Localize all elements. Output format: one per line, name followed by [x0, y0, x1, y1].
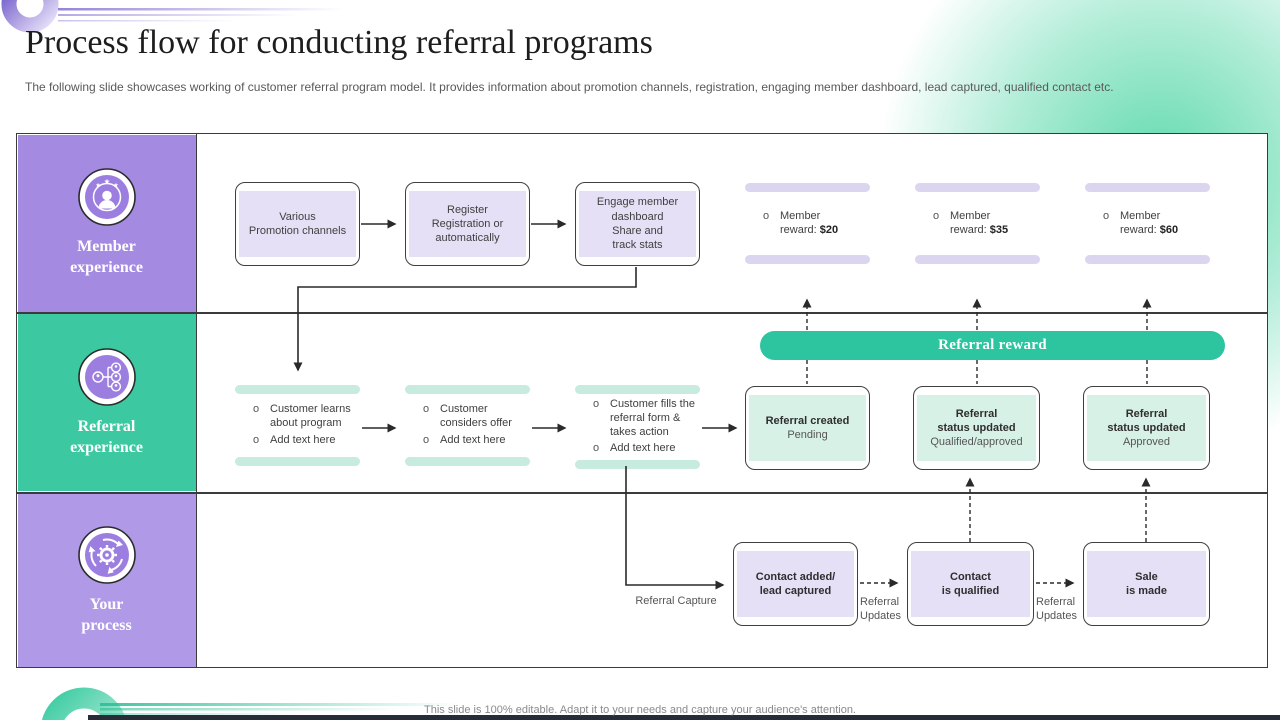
- bullet: o: [253, 403, 260, 416]
- process-cycle-icon: [77, 525, 136, 584]
- flow-box-engage-dashboard: Engage member dashboard Share and track …: [575, 182, 700, 266]
- step-text: Add text here: [270, 433, 336, 446]
- svg-text:★: ★: [95, 182, 100, 189]
- box-text: Various Promotion channels: [248, 210, 347, 237]
- reward-item-35: o Member reward: $35: [915, 183, 1040, 264]
- slide-footer: This slide is 100% editable. Adapt it to…: [424, 704, 856, 716]
- label-column-divider: [195, 133, 198, 668]
- step-text: Add text here: [440, 433, 506, 446]
- lane-your-process: Your process: [17, 494, 196, 667]
- lane-label: Your process: [81, 595, 132, 634]
- lane-divider: [16, 492, 1268, 494]
- referral-step-fills-form: o Customer fills the referral form & take…: [575, 385, 700, 469]
- lane-referral-experience: Referral experience: [17, 314, 196, 491]
- process-box-contact-qualified: Contact is qualified: [907, 542, 1034, 626]
- status-box-approved: Referral status updated Approved: [1083, 386, 1210, 470]
- status-title: Referral created: [765, 414, 850, 427]
- lane-divider: [16, 312, 1268, 314]
- box-text: Sale is made: [1126, 570, 1167, 597]
- bullet: o: [253, 433, 260, 446]
- member-stars-icon: ★ ★ ★: [77, 168, 136, 227]
- status-box-referral-created: Referral created Pending: [745, 386, 870, 470]
- box-text: Contact added/ lead captured: [755, 570, 836, 597]
- label-referral-capture: Referral Capture: [635, 595, 717, 607]
- lane-member-experience: ★ ★ ★ Member experience: [17, 134, 196, 312]
- status-subtitle: Approved: [1122, 436, 1171, 449]
- bullet: o: [933, 209, 940, 222]
- slide-subtitle: The following slide showcases working of…: [25, 80, 1114, 94]
- purple-ring-decoration: [1, 0, 343, 33]
- teal-ring-decoration: [41, 687, 460, 720]
- bullet: o: [423, 403, 430, 416]
- banner-label: Referral reward: [938, 337, 1047, 353]
- page-title: Process flow for conducting referral pro…: [25, 24, 653, 61]
- reward-text: Member reward: $35: [950, 209, 1009, 236]
- status-subtitle: Pending: [787, 429, 828, 441]
- reward-item-60: o Member reward: $60: [1085, 183, 1210, 264]
- referral-reward-banner: Referral reward: [760, 331, 1225, 360]
- svg-text:★: ★: [113, 182, 118, 189]
- step-text: Add text here: [610, 442, 676, 455]
- step-text: Customer learns about program: [270, 403, 351, 430]
- process-box-sale-made: Sale is made: [1083, 542, 1210, 626]
- bullet: o: [423, 433, 430, 446]
- lane-label: Member experience: [70, 238, 143, 276]
- bullet: o: [593, 398, 600, 410]
- svg-text:★: ★: [103, 177, 110, 186]
- reward-text: Member reward: $20: [780, 209, 839, 236]
- reward-item-20: o Member reward: $20: [745, 183, 870, 264]
- flow-box-register: Register Registration or automatically: [405, 182, 530, 266]
- status-subtitle: Qualified/approved: [930, 436, 1023, 449]
- bullet: o: [1103, 209, 1110, 222]
- label-referral-updates: Referral Updates: [1036, 596, 1077, 622]
- status-box-qualified: Referral status updated Qualified/approv…: [913, 386, 1040, 470]
- lane-label: Referral experience: [70, 417, 143, 456]
- status-title: Referral status updated: [1107, 407, 1186, 434]
- status-title: Referral status updated: [937, 407, 1016, 434]
- bullet: o: [763, 209, 770, 222]
- box-text: Contact is qualified: [941, 570, 1000, 597]
- step-text: Customer fills the referral form & takes…: [610, 398, 695, 438]
- reward-text: Member reward: $60: [1120, 209, 1179, 236]
- box-text: Register Registration or automatically: [431, 203, 504, 245]
- referral-network-icon: [77, 347, 136, 406]
- bottom-bar-decoration: [88, 715, 1280, 720]
- label-referral-updates: Referral Updates: [860, 596, 901, 622]
- box-text: Engage member dashboard Share and track …: [596, 196, 679, 252]
- bullet: o: [593, 442, 600, 455]
- process-box-contact-added: Contact added/ lead captured: [733, 542, 858, 626]
- flow-box-promotion-channels: Various Promotion channels: [235, 182, 360, 266]
- step-text: Customer considers offer: [440, 403, 512, 430]
